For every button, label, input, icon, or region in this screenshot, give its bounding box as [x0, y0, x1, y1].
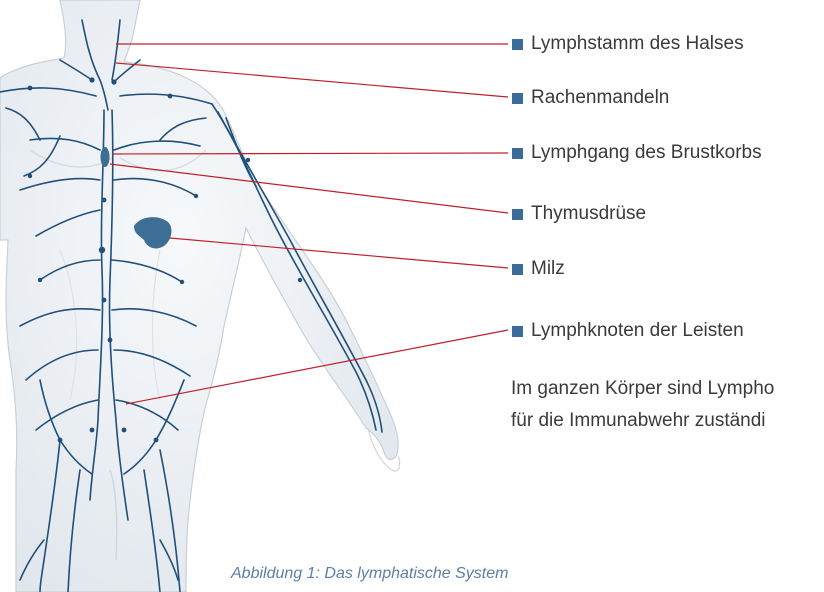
bullet-square-icon [512, 148, 523, 159]
body-note: Im ganzen Körper sind Lympho für die Imm… [511, 373, 774, 437]
label-spleen: Milz [512, 257, 565, 281]
label-inguinal-nodes: Lymphknoten der Leisten [512, 319, 744, 343]
label-text: Milz [531, 258, 565, 280]
body-note-line-1: Im ganzen Körper sind Lympho [511, 373, 774, 405]
label-tonsils: Rachenmandeln [512, 86, 669, 110]
thymus-organ [101, 147, 110, 167]
bullet-square-icon [512, 209, 523, 220]
label-thymus: Thymusdrüse [512, 202, 646, 226]
label-text: Thymusdrüse [531, 203, 646, 225]
figure-caption: Abbildung 1: Das lymphatische System [231, 565, 508, 583]
bullet-square-icon [512, 39, 523, 50]
label-text: Lymphknoten der Leisten [531, 320, 744, 342]
bullet-square-icon [512, 326, 523, 337]
label-text: Lymphstamm des Halses [531, 33, 744, 55]
label-text: Lymphgang des Brustkorbs [531, 142, 762, 164]
body-note-line-2: für die Immunabwehr zuständi [511, 405, 774, 437]
bullet-square-icon [512, 93, 523, 104]
label-text: Rachenmandeln [531, 87, 669, 109]
label-thoracic-duct: Lymphgang des Brustkorbs [512, 141, 762, 165]
bullet-square-icon [512, 264, 523, 275]
label-neck-trunk: Lymphstamm des Halses [512, 32, 744, 56]
